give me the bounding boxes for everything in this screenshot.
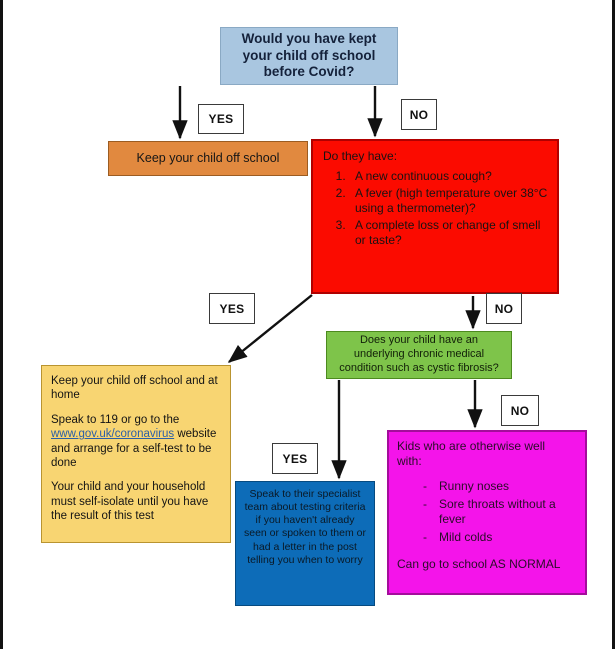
list-item: Sore throats without a fever <box>423 497 577 527</box>
list-item: Runny noses <box>423 479 577 494</box>
list-item: A new continuous cough? <box>349 169 549 184</box>
edge-label-no-chronic: NO <box>501 395 539 426</box>
yellow-paragraph-3: Your child and your household must self-… <box>51 481 209 522</box>
green-line-2: underlying chronic medical <box>353 348 485 361</box>
edge-label-no-symptoms: NO <box>486 293 522 324</box>
blue-box-text: Speak to their specialist team about tes… <box>244 488 366 566</box>
question-start-box: Would you have kept your child off schoo… <box>220 27 398 85</box>
magenta-lead-line-1: Kids who are otherwise well <box>397 439 546 453</box>
list-item: A complete loss or change of smell or ta… <box>349 218 549 248</box>
orange-box-text: Keep your child off school <box>136 150 280 165</box>
magenta-box-lead: Kids who are otherwise well with: <box>397 439 577 469</box>
edge-label-no-start: NO <box>401 99 437 130</box>
start-line-2: your child off school <box>242 47 376 63</box>
question-symptoms-box: Do they have: A new continuous cough? A … <box>311 139 559 294</box>
edge-label-yes-chronic: YES <box>272 443 318 474</box>
magenta-box-conclusion: Can go to school AS NORMAL <box>397 557 561 571</box>
green-line-3: condition such as cystic fibrosis? <box>339 361 499 374</box>
magenta-symptom-list: Runny noses Sore throats without a fever… <box>397 479 577 545</box>
start-line-3: before Covid? <box>263 64 355 80</box>
list-item: A fever (high temperature over 38°C usin… <box>349 186 549 216</box>
yellow-paragraph-2: Speak to 119 or go to the www.gov.uk/cor… <box>51 413 221 471</box>
magenta-lead-line-2: with: <box>397 454 422 468</box>
list-item: Mild colds <box>423 530 577 545</box>
outcome-keep-off-school-box: Keep your child off school <box>108 141 308 176</box>
outcome-self-isolate-box: Keep your child off school and at home S… <box>41 365 231 543</box>
outcome-school-as-normal-box: Kids who are otherwise well with: Runny … <box>387 430 587 595</box>
green-line-1: Does your child have an <box>359 334 478 347</box>
outcome-specialist-team-box: Speak to their specialist team about tes… <box>235 481 375 606</box>
red-box-lead: Do they have: <box>323 149 398 163</box>
edge-label-yes-start: YES <box>198 104 244 134</box>
start-line-1: Would you have kept <box>241 30 377 46</box>
yellow-paragraph-1: Keep your child off school and at home <box>51 375 218 402</box>
coronavirus-website-link[interactable]: www.gov.uk/coronavirus <box>51 428 175 441</box>
red-box-symptom-list: A new continuous cough? A fever (high te… <box>323 169 549 248</box>
yellow-para2-after: website and arrange for a self-test to b… <box>51 428 217 469</box>
edge-label-yes-symptoms: YES <box>209 293 255 324</box>
question-chronic-condition-box: Does your child have an underlying chron… <box>326 331 512 379</box>
yellow-para2-before: Speak to 119 or go to the <box>51 413 180 426</box>
